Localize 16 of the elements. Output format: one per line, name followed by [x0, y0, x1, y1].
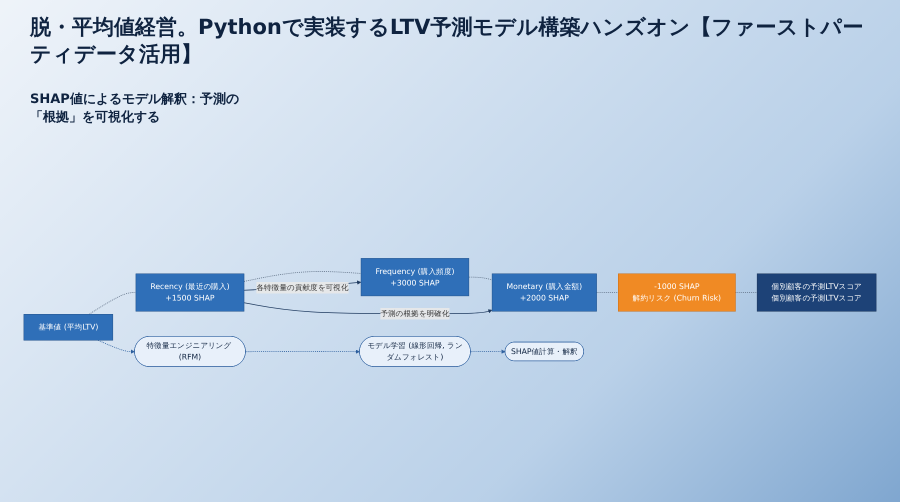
connector [88, 292, 136, 315]
node-box [756, 274, 876, 312]
node-box [136, 274, 244, 312]
node-box [618, 274, 736, 312]
connector [735, 292, 758, 293]
node-box [24, 314, 114, 341]
connector [596, 292, 619, 293]
node-box [360, 258, 470, 296]
title: 脱・平均値経営。Pythonで実装するLTV予測モデル構築ハンズオン【ファーストパーティデータ活用】 [30, 14, 864, 68]
connector [468, 276, 492, 280]
arrow [470, 350, 506, 354]
arrow [98, 340, 135, 354]
node-box [492, 274, 597, 312]
arrow [245, 350, 360, 354]
connector [244, 271, 362, 282]
note-text: SHAP値によるモデル解釈：予測の「根拠」を可視化する [30, 91, 240, 126]
